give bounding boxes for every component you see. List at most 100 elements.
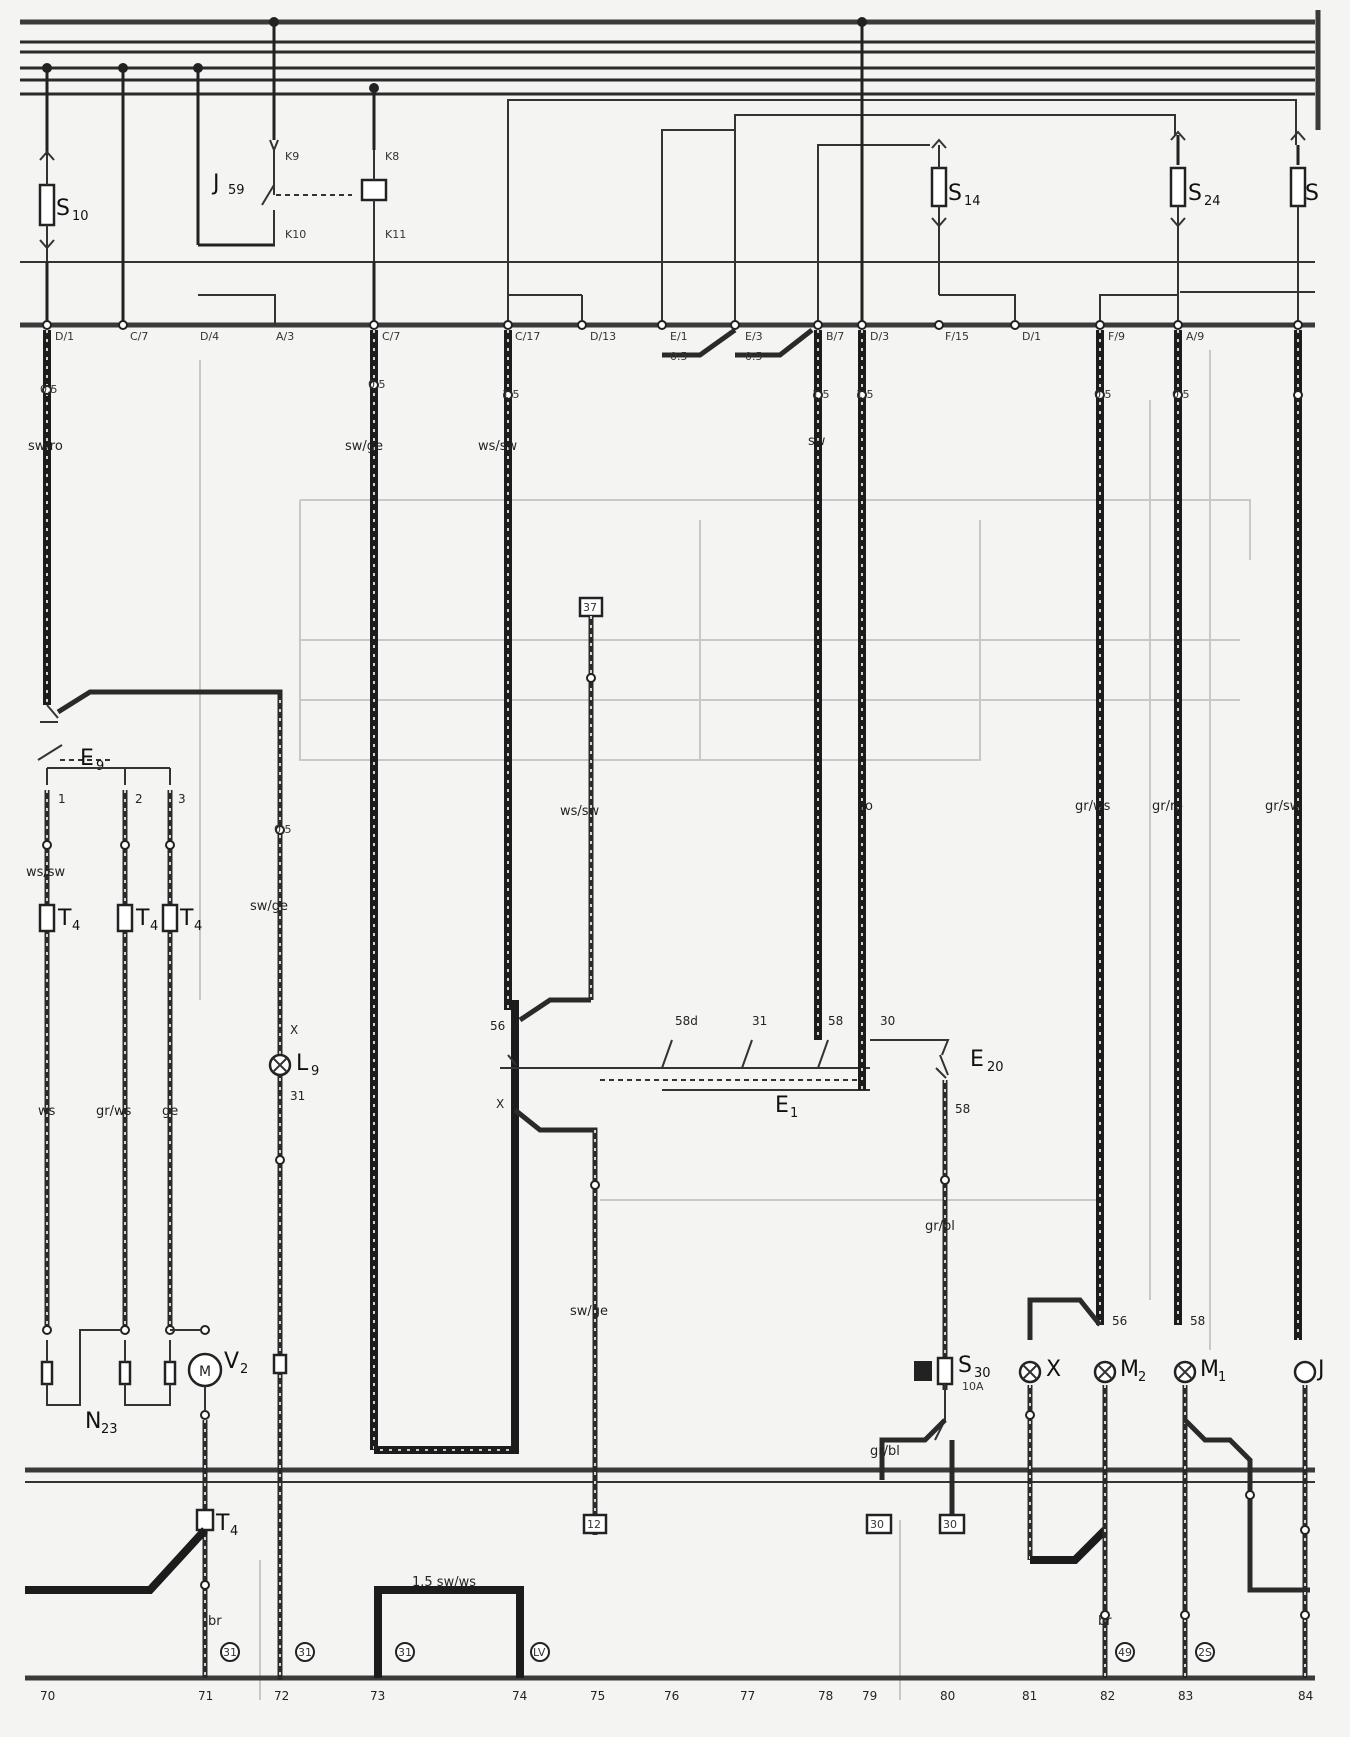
wire-color-sw-ge-2: sw/ge bbox=[250, 899, 288, 914]
fuse-s10 bbox=[38, 183, 56, 227]
fuse-s14 bbox=[930, 166, 948, 208]
svg-text:C/17: C/17 bbox=[515, 330, 540, 343]
col-num-71: 71 bbox=[198, 1689, 213, 1703]
svg-text:1.5: 1.5 bbox=[812, 388, 830, 401]
wire-color-gr-ws: gr/ws bbox=[96, 1104, 132, 1119]
circuit-column-72: K8 K11 C/7 0.5 sw/ge 0.5 sw/ge X L 9 31 … bbox=[250, 83, 519, 1662]
wire-color-gr-sw: gr/sw bbox=[1265, 799, 1301, 814]
col-num-79: 79 bbox=[862, 1689, 877, 1703]
col-num-70: 70 bbox=[40, 1689, 55, 1703]
svg-text:1.5: 1.5 bbox=[502, 388, 520, 401]
svg-text:0.5: 0.5 bbox=[274, 823, 292, 836]
col-num-72: 72 bbox=[274, 1689, 289, 1703]
s14-letter: S bbox=[948, 181, 962, 206]
e1-pin-58d: 58d bbox=[675, 1014, 698, 1028]
m2-sub: 2 bbox=[1138, 1370, 1146, 1385]
circuit-column-83: S 24 A/9 F/9 0.5 gr/ro 58 M 1 2S bbox=[1095, 130, 1310, 1678]
m2-pin-56: 56 bbox=[1112, 1314, 1127, 1328]
col-num-77: 77 bbox=[740, 1689, 755, 1703]
svg-text:M: M bbox=[199, 1364, 211, 1380]
column-numbers: 70 71 72 73 74 75 76 77 78 79 80 81 82 8… bbox=[40, 1689, 1313, 1703]
circuit-column-70: S 10 D/1 0.5 sw/ro E 9 1 2 3 ws/sw bbox=[25, 63, 283, 1680]
col-num-73: 73 bbox=[370, 1689, 385, 1703]
e1-sub: 1 bbox=[790, 1106, 798, 1121]
svg-text:E/3: E/3 bbox=[745, 330, 763, 343]
svg-text:D/1: D/1 bbox=[55, 330, 74, 343]
wire-color-sw-ge-1: sw/ge bbox=[345, 439, 383, 454]
col-num-83: 83 bbox=[1178, 1689, 1193, 1703]
m1-pin-58: 58 bbox=[1190, 1314, 1205, 1328]
svg-text:D/4: D/4 bbox=[200, 330, 219, 343]
wire-color-ws-sw-2: ws/sw bbox=[478, 439, 518, 454]
e20-sub: 20 bbox=[987, 1060, 1004, 1075]
e1-pin-x: X bbox=[496, 1097, 504, 1111]
col-num-84: 84 bbox=[1298, 1689, 1313, 1703]
e1-pin-58: 58 bbox=[828, 1014, 843, 1028]
e20-pin-58b: 58 bbox=[955, 1102, 970, 1116]
col-num-74: 74 bbox=[512, 1689, 527, 1703]
wire-color-br-1: br bbox=[208, 1614, 222, 1629]
svg-text:C/7: C/7 bbox=[130, 330, 148, 343]
wire-color-1-5-sw-ws: 1.5 sw/ws bbox=[412, 1575, 476, 1590]
v2-sub: 2 bbox=[240, 1362, 248, 1377]
col-num-78: 78 bbox=[818, 1689, 833, 1703]
svg-text:E/1: E/1 bbox=[670, 330, 688, 343]
k11-label: K11 bbox=[385, 228, 406, 241]
l9-letter: L bbox=[296, 1051, 309, 1076]
svg-text:30: 30 bbox=[943, 1518, 957, 1531]
t4c-letter: T bbox=[179, 906, 194, 931]
svg-text:30: 30 bbox=[870, 1518, 884, 1531]
e1-pin-56-a: 56 bbox=[490, 1019, 505, 1033]
background-ghost bbox=[199, 350, 1251, 1700]
col-num-75: 75 bbox=[590, 1689, 605, 1703]
s14-sub: 14 bbox=[964, 194, 981, 209]
svg-text:0.5: 0.5 bbox=[1172, 388, 1190, 401]
wire-color-ws-sw-3: ws/sw bbox=[560, 804, 600, 819]
e9-pin-1: 1 bbox=[58, 792, 66, 806]
e9-pin-2: 2 bbox=[135, 792, 143, 806]
svg-text:C/7: C/7 bbox=[382, 330, 400, 343]
e20-letter: E bbox=[970, 1047, 984, 1072]
circuit-column-84: S gr/sw J bbox=[1265, 130, 1325, 1678]
j59-letter: J bbox=[211, 171, 220, 196]
wire-color-sw-ge-3: sw/ge bbox=[570, 1304, 608, 1319]
k9-label: K9 bbox=[285, 150, 299, 163]
wire-color-ws-sw-1: ws/sw bbox=[26, 865, 66, 880]
svg-text:D/3: D/3 bbox=[870, 330, 889, 343]
m2-letter: M bbox=[1120, 1357, 1139, 1382]
wire-color-sw-ro: sw/ro bbox=[28, 439, 63, 454]
circuit-column-80: S 14 F/15 D/1 E 20 58 gr/bl S 30 10A gr/… bbox=[865, 138, 1041, 1535]
s-right-letter: S bbox=[1305, 181, 1319, 206]
m1-letter: M bbox=[1200, 1357, 1219, 1382]
col-num-76: 76 bbox=[664, 1689, 679, 1703]
k10-label: K10 bbox=[285, 228, 306, 241]
e9-pin-3: 3 bbox=[178, 792, 186, 806]
s10-letter: S bbox=[56, 196, 70, 221]
s30-letter: S bbox=[958, 1353, 972, 1378]
svg-text:D/13: D/13 bbox=[590, 330, 616, 343]
n23-sub: 23 bbox=[101, 1422, 118, 1437]
svg-text:0.5: 0.5 bbox=[40, 383, 58, 396]
e9-sub: 9 bbox=[96, 759, 104, 774]
j-right-letter: J bbox=[1316, 1357, 1325, 1382]
col-num-80: 80 bbox=[940, 1689, 955, 1703]
switch-e1: 58d 31 58 30 E 1 bbox=[600, 1014, 895, 1121]
t4a-sub: 4 bbox=[72, 919, 80, 934]
v2-letter: V bbox=[224, 1349, 239, 1374]
circuit-columns-76-79: E/1 E/3 0.5 0.5 B/7 1.5 sw D/3 1.5 ro bbox=[657, 17, 1176, 1090]
fuse-s30 bbox=[936, 1356, 954, 1386]
svg-text:31: 31 bbox=[398, 1646, 412, 1659]
j59-sub: 59 bbox=[228, 183, 245, 198]
bottom-rails bbox=[25, 1467, 1315, 1681]
circuit-column-75: C/17 D/13 1.5 ws/sw 37 ws/sw 56 X sw/ge … bbox=[478, 99, 1297, 1535]
svg-text:F/9: F/9 bbox=[1108, 330, 1125, 343]
svg-text:31: 31 bbox=[298, 1646, 312, 1659]
wire-color-sw: sw bbox=[808, 434, 826, 449]
m1-sub: 1 bbox=[1218, 1370, 1226, 1385]
svg-text:0.5: 0.5 bbox=[368, 378, 386, 391]
wire-color-ro: ro bbox=[860, 799, 873, 814]
k8-label: K8 bbox=[385, 150, 399, 163]
wire-color-gr-bl-1: gr/bl bbox=[925, 1219, 955, 1234]
t4d-sub: 4 bbox=[230, 1524, 238, 1539]
svg-text:F/15: F/15 bbox=[945, 330, 969, 343]
